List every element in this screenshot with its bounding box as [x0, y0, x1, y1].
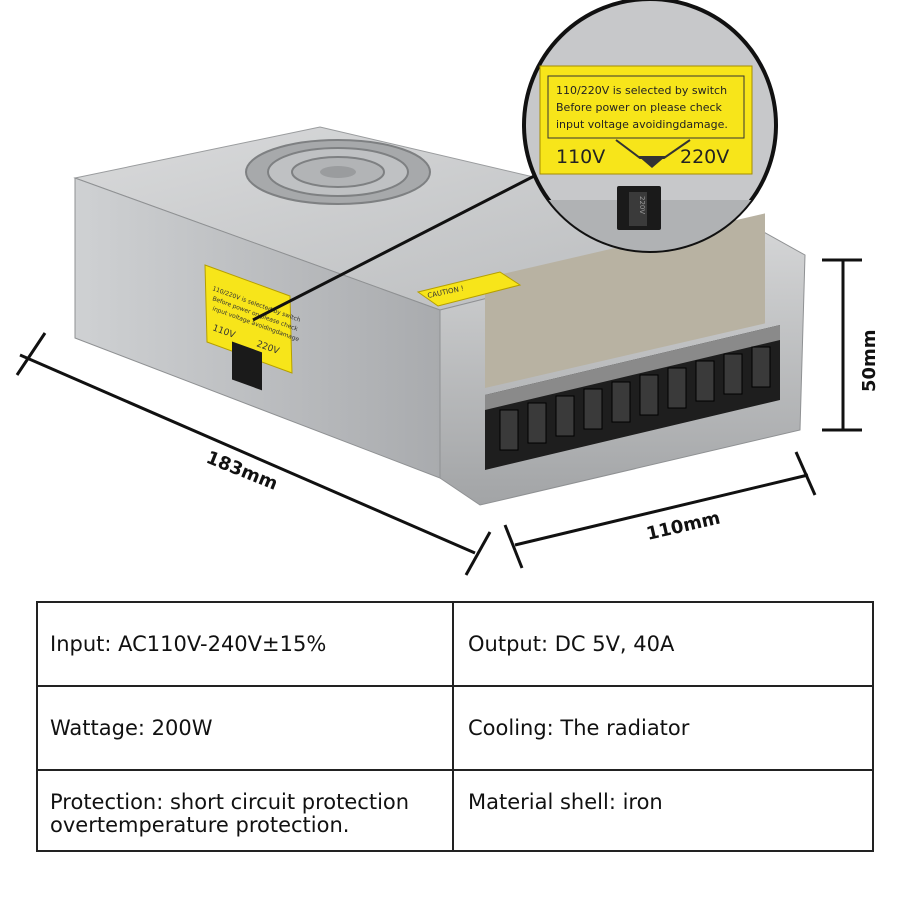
inner-board — [485, 213, 765, 389]
svg-text:110/220V is selected by switc: 110/220V is selected by switch — [556, 84, 727, 97]
svg-text:110V: 110V — [556, 146, 605, 168]
spec-output: Output: DC 5V, 40A — [454, 603, 872, 687]
spec-protection: Protection: short circuit protection ove… — [38, 771, 454, 850]
svg-text:220V: 220V — [638, 196, 646, 214]
dimension-height — [822, 258, 862, 432]
spec-table: Input: AC110V-240V±15% Output: DC 5V, 40… — [36, 601, 874, 852]
svg-text:220V: 220V — [680, 146, 729, 168]
dimension-width — [503, 451, 817, 569]
side-switch-slot — [232, 341, 262, 391]
width-dimension-label: 110mm — [644, 508, 722, 545]
power-supply-box: 110/220V is selected by switch Before po… — [73, 126, 806, 506]
zoom-pointer-line — [252, 148, 586, 322]
spec-cooling: Cooling: The radiator — [454, 687, 872, 771]
spec-input: Input: AC110V-240V±15% — [38, 603, 454, 687]
svg-text:Before power on please check: Before power on please check — [556, 101, 723, 114]
side-warning-label: 110/220V is selected by switch Before po… — [204, 264, 302, 391]
spec-wattage: Wattage: 200W — [38, 687, 454, 771]
length-dimension-label: 183mm — [203, 447, 280, 495]
spec-material: Material shell: iron — [468, 790, 663, 814]
caution-label: CAUTION ! — [416, 271, 522, 307]
dimension-length — [15, 332, 492, 576]
fan-grille — [245, 139, 431, 205]
power-supply-illustration: 110/220V is selected by switch Before po… — [15, 0, 880, 576]
terminal-block — [485, 325, 780, 470]
svg-text:input voltage avoidingdamage.: input voltage avoidingdamage. — [556, 118, 728, 131]
height-dimension-label: 50mm — [859, 329, 880, 392]
